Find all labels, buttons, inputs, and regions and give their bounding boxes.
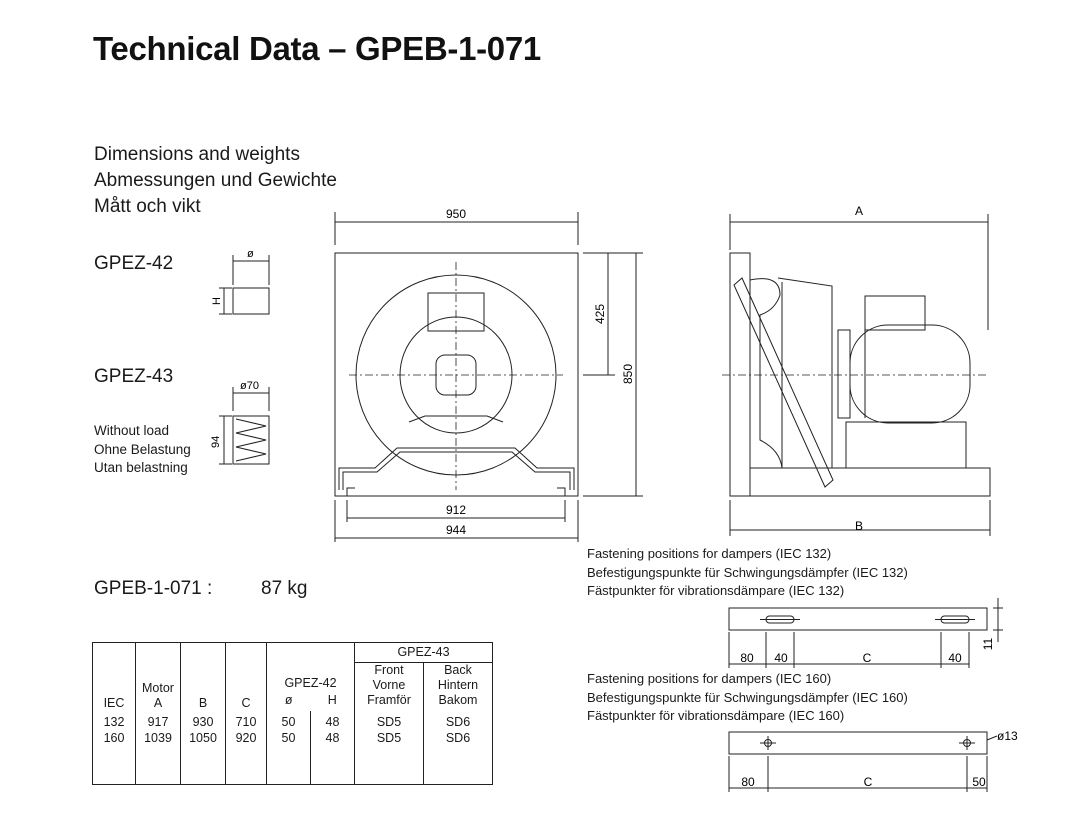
fasten-132-sv: Fästpunkter för vibrationsdämpare (IEC 1… (587, 583, 845, 598)
fasten-160-text: Fastening positions for dampers (IEC 160… (587, 670, 908, 726)
load-note: Without load Ohne Belastung Utan belastn… (94, 422, 191, 478)
fasten-160-dim-c: C (864, 775, 873, 789)
gpez43-drawing: ø70 94 (210, 380, 270, 465)
side-dim-a: A (855, 204, 863, 218)
section-heading-de: Abmessungen und Gewichte (94, 170, 337, 191)
fasten-132-de: Befestigungspunkte für Schwingungsdämpfe… (587, 564, 908, 580)
gpez43-label: GPEZ-43 (94, 366, 174, 387)
gpez42-dim-d: ø (247, 248, 254, 260)
header-c: C (225, 642, 267, 711)
gpez42-label: GPEZ-42 (94, 253, 174, 274)
weight-model: GPEB-1-071 : (94, 578, 213, 599)
front-dim-width: 950 (446, 207, 466, 221)
fasten-160-de: Befestigungspunkte für Schwingungsdämpfe… (587, 689, 908, 705)
load-note-sv: Utan belastning (94, 460, 188, 475)
fasten-160-dim-50: 50 (972, 775, 986, 789)
gpez42-dim-h: H (211, 297, 223, 305)
front-dim-912: 912 (446, 503, 466, 517)
fasten-132-dim-40b: 40 (948, 651, 962, 665)
fasten-160-dim-13: ø13 (997, 729, 1018, 743)
front-view-drawing: 950 425 850 912 944 (334, 207, 643, 542)
load-note-de: Ohne Belastung (94, 441, 191, 457)
header-iec: IEC (92, 642, 136, 711)
fasten-132-dim-80: 80 (740, 651, 754, 665)
weight-value: 87 kg (261, 578, 308, 599)
side-dim-b: B (855, 519, 863, 533)
fasten-132-dim-11: 11 (981, 637, 995, 650)
header-b: B (180, 642, 226, 711)
front-dim-944: 944 (446, 523, 466, 537)
page-title: Technical Data – GPEB-1-071 (93, 30, 541, 67)
gpez43-dim-h: 94 (210, 436, 222, 448)
load-note-en: Without load (94, 423, 170, 438)
fasten-132-drawing: 80 40 C 40 11 (728, 598, 1003, 668)
fasten-160-sv: Fästpunkter för vibrationsdämpare (IEC 1… (587, 708, 845, 723)
fasten-132-dim-40a: 40 (774, 651, 788, 665)
gpez43-dim-d: ø70 (240, 380, 259, 392)
side-view-drawing: A B (722, 204, 991, 536)
fasten-132-en: Fastening positions for dampers (IEC 132… (587, 546, 832, 561)
header-gpez42: GPEZ-42 ø H (266, 642, 355, 711)
section-heading: Dimensions and weights Abmessungen und G… (94, 142, 337, 220)
fasten-160-dim-80: 80 (741, 775, 755, 789)
fasten-160-drawing: 80 C 50 ø13 (728, 729, 1018, 792)
front-dim-height: 850 (621, 364, 635, 384)
fasten-132-dim-c: C (863, 651, 872, 665)
gpez42-drawing: ø H (211, 248, 270, 315)
fasten-160-en: Fastening positions for dampers (IEC 160… (587, 671, 832, 686)
section-heading-sv: Mått och vikt (94, 196, 201, 217)
front-dim-425: 425 (593, 304, 607, 324)
fasten-132-text: Fastening positions for dampers (IEC 132… (587, 545, 908, 601)
section-heading-en: Dimensions and weights (94, 144, 300, 165)
